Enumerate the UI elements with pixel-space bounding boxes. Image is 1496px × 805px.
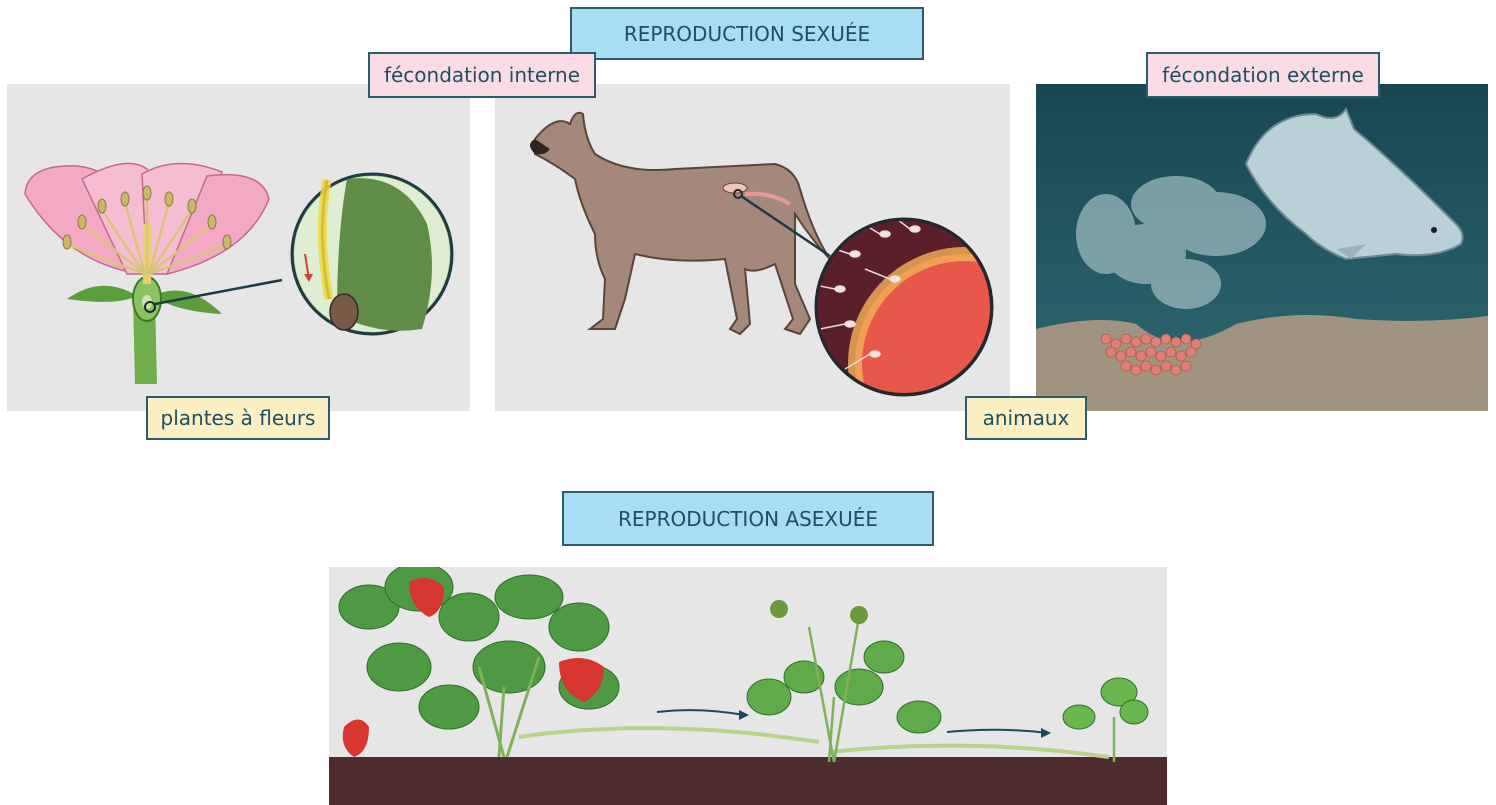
asexual-reproduction-title: REPRODUCTION ASEXUÉE bbox=[562, 491, 934, 546]
animals-label: animaux bbox=[965, 396, 1087, 440]
flowering-plants-label: plantes à fleurs bbox=[146, 396, 330, 440]
external-fertilization-label: fécondation externe bbox=[1146, 52, 1380, 98]
fish-panel bbox=[1036, 84, 1488, 411]
flower-illustration bbox=[7, 84, 470, 411]
fish-illustration bbox=[1036, 84, 1488, 411]
strawberry-panel bbox=[329, 567, 1167, 805]
flower-panel bbox=[7, 84, 470, 411]
dog-illustration bbox=[495, 84, 1010, 411]
strawberry-illustration bbox=[329, 567, 1167, 805]
sexual-reproduction-title: REPRODUCTION SEXUÉE bbox=[570, 7, 924, 60]
internal-fertilization-label: fécondation interne bbox=[368, 52, 596, 98]
dog-panel bbox=[495, 84, 1010, 411]
